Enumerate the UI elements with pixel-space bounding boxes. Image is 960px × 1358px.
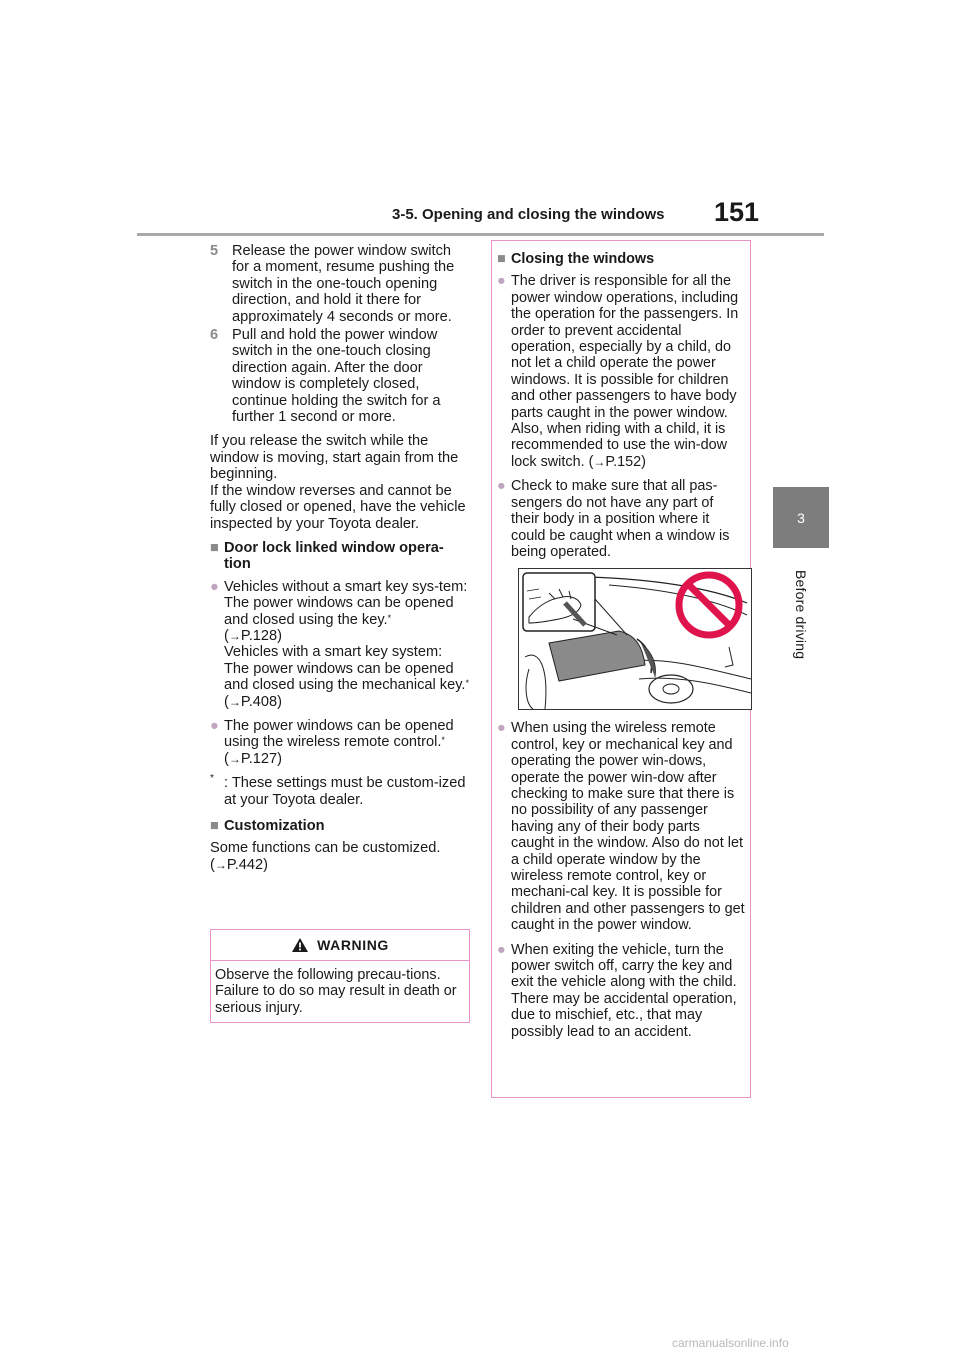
customization-heading: ■ Customization [210, 818, 470, 834]
header-divider [137, 233, 824, 236]
step-text: Pull and hold the power window switch in… [232, 327, 441, 426]
square-bullet-icon: ■ [210, 818, 219, 834]
step-text: Release the power window switch for a mo… [232, 243, 455, 325]
bullet-icon: ● [497, 478, 506, 495]
footnote-mark: * [441, 735, 445, 746]
section-title: 3-5. Opening and closing the windows [392, 206, 665, 223]
chapter-number: 3 [797, 509, 805, 526]
step-number: 5 [210, 243, 219, 259]
page-ref-link[interactable]: P.128) [240, 627, 282, 644]
warning-box: WARNING Observe the following precau-tio… [210, 929, 470, 1023]
bullet-text: The driver is responsible for all the po… [511, 273, 739, 470]
heading-text: Door lock linked window opera-tion [224, 539, 444, 573]
warning-title: WARNING [317, 937, 389, 953]
bullet-icon: ● [497, 720, 506, 737]
list-item: ● When exiting the vehicle, turn the pow… [497, 942, 745, 1040]
bullet-text: When using the wireless remote control, … [511, 720, 745, 934]
bullet-text: Check to make sure that all pas-sengers … [511, 478, 730, 560]
bullet-icon: ● [210, 578, 219, 595]
page-number: 151 [714, 197, 760, 227]
chapter-label: Before driving [772, 570, 830, 680]
footnote-mark: * [465, 678, 469, 689]
footnote-mark: * [210, 773, 214, 785]
bullet-icon: ● [210, 717, 219, 734]
bullet-text: Vehicles with a smart key system: The po… [224, 644, 466, 694]
step-6: 6 Pull and hold the power window switch … [210, 327, 470, 425]
car-interior-drawing [522, 571, 751, 710]
list-item: ● The power windows can be opened using … [210, 717, 454, 767]
heading-text: Closing the windows [511, 251, 655, 267]
watermark: carmanualsonline.info [672, 1336, 789, 1350]
square-bullet-icon: ■ [210, 539, 219, 556]
footnote-text: : These settings must be custom-ized at … [224, 775, 466, 808]
arrow-icon: → [214, 857, 227, 872]
footnote: * : These settings must be custom-ized a… [210, 773, 470, 808]
customization-text: Some functions can be customized. [210, 840, 441, 857]
page-ref-link[interactable]: P.152) [605, 453, 646, 470]
arrow-icon: → [593, 454, 606, 469]
paragraph: If the window reverses and cannot be ful… [210, 482, 466, 532]
arrow-icon: → [228, 628, 241, 643]
door-lock-heading: ■ Door lock linked window opera-tion [210, 540, 470, 573]
caution-box: ■ Closing the windows ● The driver is re… [491, 240, 752, 1098]
arrow-icon: → [228, 751, 241, 766]
square-bullet-icon: ■ [497, 251, 506, 267]
chapter-tab[interactable]: 3 [773, 487, 829, 548]
heading-text: Customization [224, 818, 325, 834]
list-item: ● When using the wireless remote control… [497, 720, 745, 933]
list-item: ● The driver is responsible for all the … [497, 273, 745, 470]
warning-triangle-icon [292, 938, 309, 952]
page-ref-link[interactable]: P.442) [226, 856, 268, 873]
step-5: 5 Release the power window switch for a … [210, 243, 470, 325]
arrow-icon: → [228, 694, 241, 709]
window-hazard-illustration [518, 568, 752, 711]
list-item: ● Vehicles without a smart key sys-tem: … [210, 578, 469, 710]
warning-text: Observe the following precau-tions. Fail… [215, 967, 457, 1016]
bullet-icon: ● [497, 273, 506, 290]
list-item: ● Check to make sure that all pas-senger… [497, 478, 745, 560]
page-ref-link[interactable]: P.408) [240, 693, 282, 710]
paragraph: Some functions can be customized. (→P.44… [210, 840, 441, 873]
bullet-text: When exiting the vehicle, turn the power… [511, 941, 737, 1040]
bullet-text: Vehicles without a smart key sys-tem: Th… [224, 578, 468, 628]
bullet-text: The power windows can be opened using th… [224, 717, 454, 751]
page-ref-link[interactable]: P.127) [240, 750, 282, 767]
step-number: 6 [210, 327, 219, 344]
left-column: 5 Release the power window switch for a … [210, 243, 470, 881]
chapter-label-text: Before driving [793, 570, 809, 660]
bullet-icon: ● [497, 941, 506, 958]
warning-header: WARNING [211, 930, 469, 961]
paragraph: If you release the switch while the wind… [210, 433, 459, 483]
closing-heading: ■ Closing the windows [497, 251, 745, 267]
footnote-mark: * [387, 612, 392, 623]
